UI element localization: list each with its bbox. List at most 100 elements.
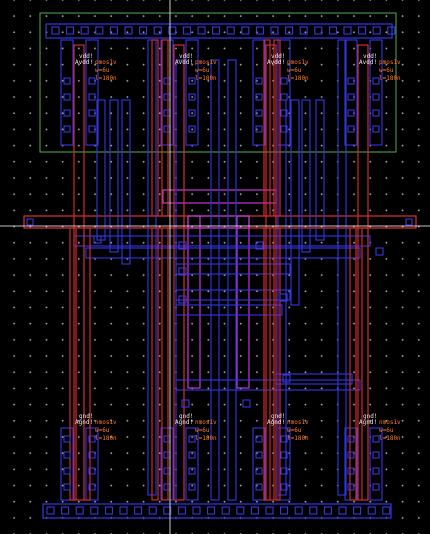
diffusion-contact	[347, 93, 355, 101]
pmos-label: Avdd!	[359, 59, 377, 66]
diffusion-contact	[63, 77, 71, 85]
diffusion-contact	[372, 435, 380, 443]
metal1-horizontal[interactable]	[175, 263, 291, 275]
pmos-diffusion-strip[interactable]	[277, 39, 291, 146]
metal1-vertical[interactable]	[109, 99, 119, 253]
poly-vertical[interactable]	[151, 39, 159, 217]
gnd-rail[interactable]	[42, 503, 392, 519]
metal1-vertical[interactable]	[290, 99, 300, 306]
nmos-diffusion-strip[interactable]	[85, 427, 99, 501]
metal1-horizontal[interactable]	[85, 247, 361, 259]
diffusion-contact	[63, 109, 71, 117]
poly-vertical[interactable]	[161, 39, 169, 217]
pmos-diffusion-strip[interactable]	[252, 39, 266, 146]
diffusion-contact	[188, 467, 196, 475]
poly-gate[interactable]	[265, 44, 277, 501]
nmos-diffusion-strip[interactable]	[344, 427, 358, 501]
diffusion-contact	[280, 109, 288, 117]
diffusion-contact	[88, 125, 96, 133]
diffusion-contact	[255, 93, 263, 101]
rail-contact	[104, 506, 113, 515]
nmos-label: Agnd!	[175, 419, 193, 426]
poly-vertical[interactable]	[273, 227, 281, 501]
rail-contact	[197, 26, 206, 35]
diffusion-contact	[280, 467, 288, 475]
rail-contact	[255, 26, 264, 35]
diffusion-contact	[255, 435, 263, 443]
pmos-diffusion-strip[interactable]	[85, 39, 99, 146]
poly-vertical[interactable]	[349, 227, 357, 501]
rail-contact	[163, 506, 172, 515]
poly-vertical[interactable]	[69, 227, 77, 501]
poly-gate[interactable]	[173, 44, 185, 501]
nmos-diffusion-strip[interactable]	[60, 427, 74, 501]
metal1-horizontal[interactable]	[175, 379, 361, 391]
nmos-diffusion-strip[interactable]	[252, 427, 266, 501]
diffusion-contact	[188, 125, 196, 133]
rail-contact	[294, 506, 303, 515]
pmos-label: l=180n	[95, 75, 117, 82]
nmos-label: gnd!	[179, 413, 193, 420]
metal1-vertical[interactable]	[301, 99, 311, 253]
rail-contact	[212, 26, 221, 35]
poly-vertical[interactable]	[83, 227, 91, 501]
diffusion-contact	[188, 451, 196, 459]
poly-vertical[interactable]	[263, 227, 271, 501]
pmos-label: w=6u	[95, 67, 110, 74]
diffusion-contact	[347, 109, 355, 117]
poly-gate[interactable]	[357, 44, 369, 501]
diffusion-contact	[63, 483, 71, 491]
rail-contact	[177, 506, 186, 515]
metal1-vertical[interactable]	[337, 39, 347, 496]
poly-gates[interactable]	[69, 39, 369, 501]
nmos-diffusion-strip[interactable]	[185, 427, 199, 501]
nmos-diffusion-strip[interactable]	[369, 427, 383, 501]
rail-contact	[80, 26, 89, 35]
pmos-diffusion-strip[interactable]	[344, 39, 358, 146]
metal1-vertical[interactable]	[227, 59, 237, 501]
diffusion-contact	[163, 125, 171, 133]
pmos-diffusion-strip[interactable]	[60, 39, 74, 146]
pmos-diffusion-strip[interactable]	[369, 39, 383, 146]
rail-contact	[338, 506, 347, 515]
metal1-vertical[interactable]	[210, 59, 220, 501]
metal1-vertical[interactable]	[175, 59, 185, 501]
poly-vertical[interactable]	[151, 227, 159, 501]
diffusion-contact	[347, 125, 355, 133]
vdd-rail[interactable]	[45, 23, 393, 39]
metal1-horizontal[interactable]	[175, 304, 283, 316]
diffusion-contact	[372, 93, 380, 101]
pmos-label: l=180n	[379, 75, 401, 82]
via	[178, 241, 187, 250]
rail-contact	[299, 26, 308, 35]
pmos-diffusion-strip[interactable]	[160, 39, 174, 146]
diffusion-contact	[88, 483, 96, 491]
poly-vertical[interactable]	[263, 39, 271, 217]
metal1-vertical[interactable]	[315, 99, 325, 241]
rail-contact	[124, 26, 133, 35]
metal2-column-right[interactable]	[236, 215, 250, 389]
diffusion-contact	[255, 125, 263, 133]
rail-contact	[241, 26, 250, 35]
nmos-label: l=180n	[95, 435, 117, 442]
metal1-horizontal[interactable]	[175, 289, 291, 301]
nmos-label: w=6u	[287, 427, 302, 434]
rail-contact	[46, 506, 55, 515]
pmos-diffusion-strip[interactable]	[185, 39, 199, 146]
rail-contact	[109, 26, 118, 35]
via	[375, 247, 384, 256]
poly-vertical[interactable]	[161, 227, 169, 501]
metal1-vertical[interactable]	[121, 99, 131, 265]
nmos-diffusion-strip[interactable]	[160, 427, 174, 501]
diffusion-contact	[280, 435, 288, 443]
diffusion-contact	[188, 109, 196, 117]
metal2-column[interactable]	[187, 215, 201, 389]
pmos-label: vdd!	[271, 53, 285, 60]
rail-contact	[382, 506, 391, 515]
via	[178, 267, 187, 276]
poly-vertical[interactable]	[361, 227, 369, 501]
poly-vertical[interactable]	[273, 39, 281, 217]
pmos-label: pmos1v	[379, 59, 401, 66]
rail-contact	[207, 506, 216, 515]
